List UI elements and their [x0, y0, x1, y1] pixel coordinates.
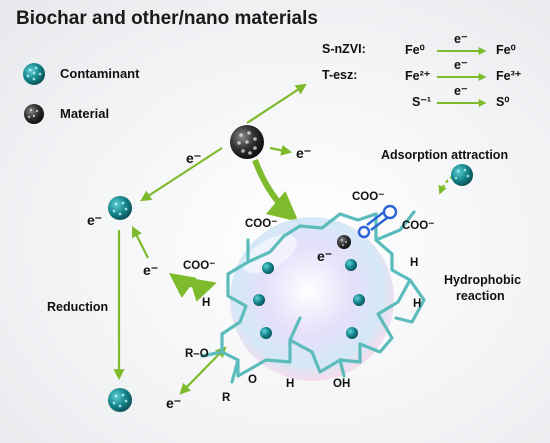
adsorption-attraction-label: Adsorption attraction [381, 148, 509, 162]
contaminant-reduced [108, 388, 132, 412]
contaminant-adsorbed [451, 164, 473, 186]
material-central [230, 125, 264, 159]
reaction-2-electron: e⁻ [454, 58, 468, 72]
material-legend-icon [24, 104, 44, 124]
h-group-bottom: H [286, 378, 295, 390]
arrow-material-to-contaminant [140, 147, 223, 202]
contaminant-near-material [108, 196, 132, 220]
page-title: Biochar and other/nano materials [16, 8, 318, 29]
electron-label-right: e⁻ [296, 145, 312, 161]
reaction-3-electron: e⁻ [454, 84, 468, 98]
arrow-adsorption [179, 346, 227, 395]
coo-group-left: COO⁻ [183, 260, 216, 272]
arrow-material-to-electron [269, 144, 293, 156]
reaction-2-product: Fe³⁺ [496, 69, 522, 83]
oh-group: OH [333, 378, 351, 390]
arrow-electron-to-contaminant [132, 226, 149, 259]
reaction-3-reactant: S⁻¹ [412, 95, 432, 109]
arrow-material-to-bubble [252, 158, 299, 222]
electron-label-contaminant: e⁻ [87, 212, 103, 228]
arrow-material-to-equations [246, 83, 307, 124]
reaction-2-reactant: Fe²⁺ [405, 69, 431, 83]
reaction-1-name: S-nZVI: [322, 42, 366, 56]
reaction-1-reactant: Fe⁰ [405, 43, 425, 57]
electron-label-network: e⁻ [143, 262, 159, 278]
contaminant-legend-icon [23, 63, 45, 85]
reduction-label: Reduction [47, 300, 109, 314]
contaminants-in-bubble [253, 259, 365, 339]
h-group-left: H [202, 297, 211, 309]
arrow-electron-to-network [168, 273, 217, 302]
material-on-bubble [337, 235, 351, 249]
h-group-right-top: H [410, 257, 419, 269]
o-group: O [248, 374, 257, 386]
reaction-1-electron: e⁻ [454, 32, 468, 46]
legend-material-label: Material [60, 106, 110, 121]
electron-label-left: e⁻ [186, 150, 202, 166]
reaction-2-name: T-esz: [322, 68, 358, 82]
coo-group-top-left: COO⁻ [245, 218, 278, 230]
hydrophobic-label-line1: Hydrophobic [444, 273, 522, 287]
hydrophobic-label-line2: reaction [456, 289, 505, 303]
legend-contaminant-label: Contaminant [60, 66, 140, 81]
electron-label-bottom: e⁻ [166, 395, 182, 411]
reaction-1-product: Fe⁰ [496, 43, 516, 57]
coo-group-top: COO⁻ [352, 191, 385, 203]
bubble-highlight [243, 234, 297, 274]
h-group-right-bottom: H [413, 298, 422, 310]
electron-label-bubble: e⁻ [317, 248, 333, 264]
reaction-3-product: S⁰ [496, 95, 510, 109]
functional-group-network [200, 210, 426, 384]
coo-group-right: COO⁻ [402, 220, 435, 232]
blue-bond [357, 204, 398, 239]
ro-group: R–O [185, 348, 209, 360]
r-group: R [222, 392, 231, 404]
